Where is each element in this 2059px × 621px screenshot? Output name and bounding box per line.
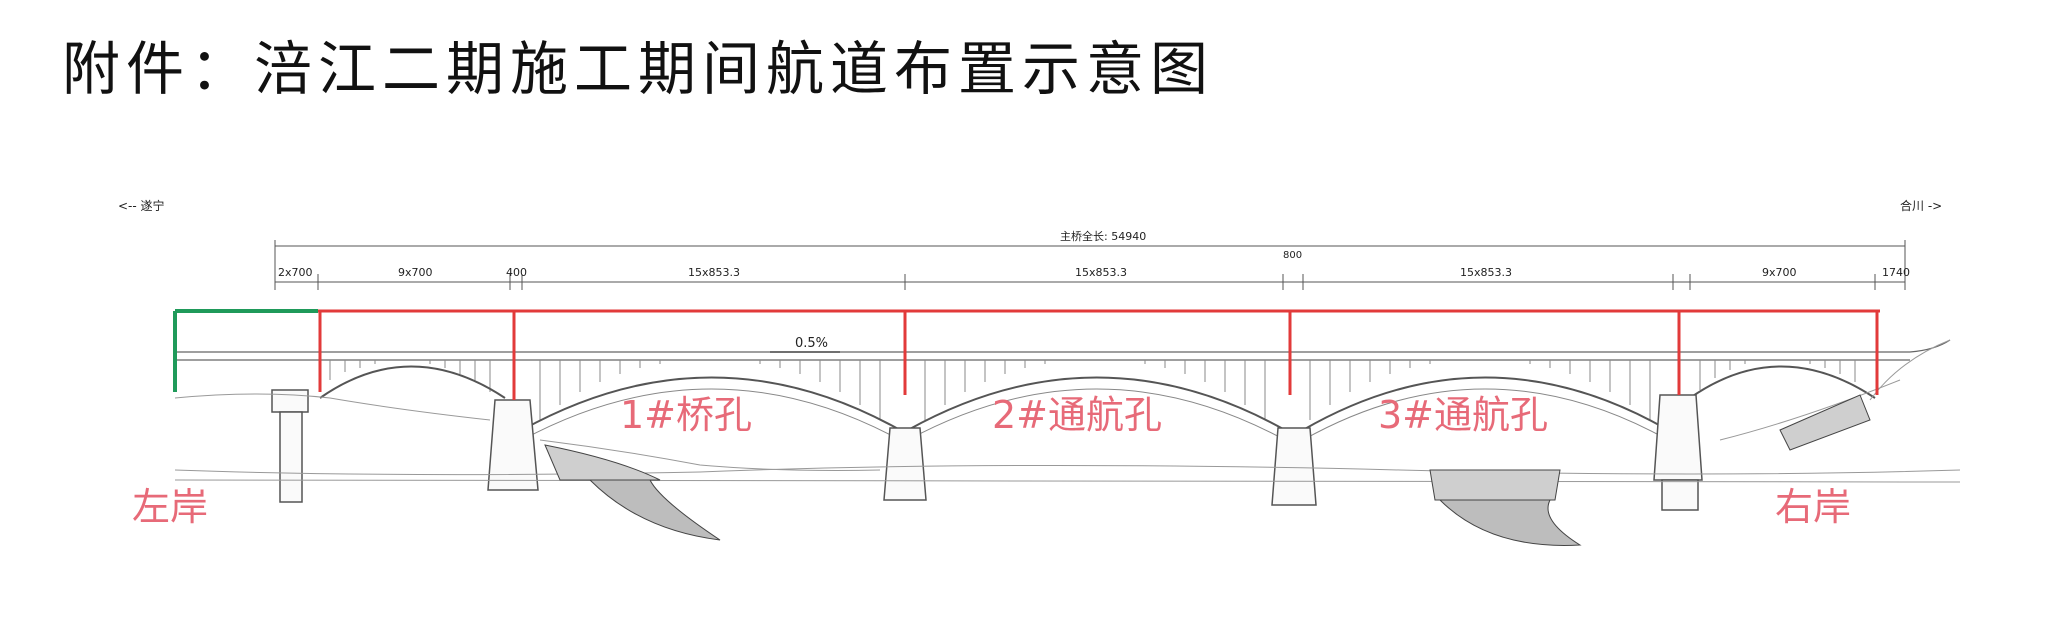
riprap-areas bbox=[544, 394, 1871, 546]
total-length-label: 主桥全长: 54940 bbox=[1060, 229, 1146, 243]
bridge-deck bbox=[175, 339, 1951, 361]
segment-dimension-line bbox=[275, 274, 1905, 290]
dim-label-4: 15x853.3 bbox=[688, 266, 740, 279]
span-label-3: 3#通航孔 bbox=[1378, 393, 1548, 437]
dim-label-7: 15x853.3 bbox=[1460, 266, 1512, 279]
spandrel-columns bbox=[329, 360, 1856, 420]
dim-label-5: 15x853.3 bbox=[1075, 266, 1127, 279]
piers bbox=[271, 389, 1703, 511]
dim-label-2: 9x700 bbox=[398, 266, 433, 279]
dim-label-3: 400 bbox=[506, 266, 527, 279]
right-bank-label: 右岸 bbox=[1775, 485, 1851, 529]
left-direction-label: <-- 遂宁 bbox=[118, 198, 165, 213]
left-bank-highlight-green bbox=[173, 309, 318, 392]
navigation-highlight-red bbox=[318, 309, 1880, 400]
arches bbox=[319, 365, 1876, 441]
span-label-2: 2#通航孔 bbox=[992, 393, 1162, 437]
dim-label-8: 9x700 bbox=[1762, 266, 1797, 279]
gradient-label: 0.5% bbox=[795, 336, 828, 351]
right-direction-label: 合川 -> bbox=[1900, 198, 1942, 213]
span-label-1: 1#桥孔 bbox=[620, 393, 752, 437]
page-title: 附件：涪江二期施工期间航道布置示意图 bbox=[62, 35, 1215, 103]
dim-label-6: 800 bbox=[1283, 250, 1302, 261]
dim-label-1: 2x700 bbox=[278, 266, 313, 279]
dim-label-9: 1740 bbox=[1882, 266, 1910, 279]
left-bank-label: 左岸 bbox=[132, 485, 208, 529]
